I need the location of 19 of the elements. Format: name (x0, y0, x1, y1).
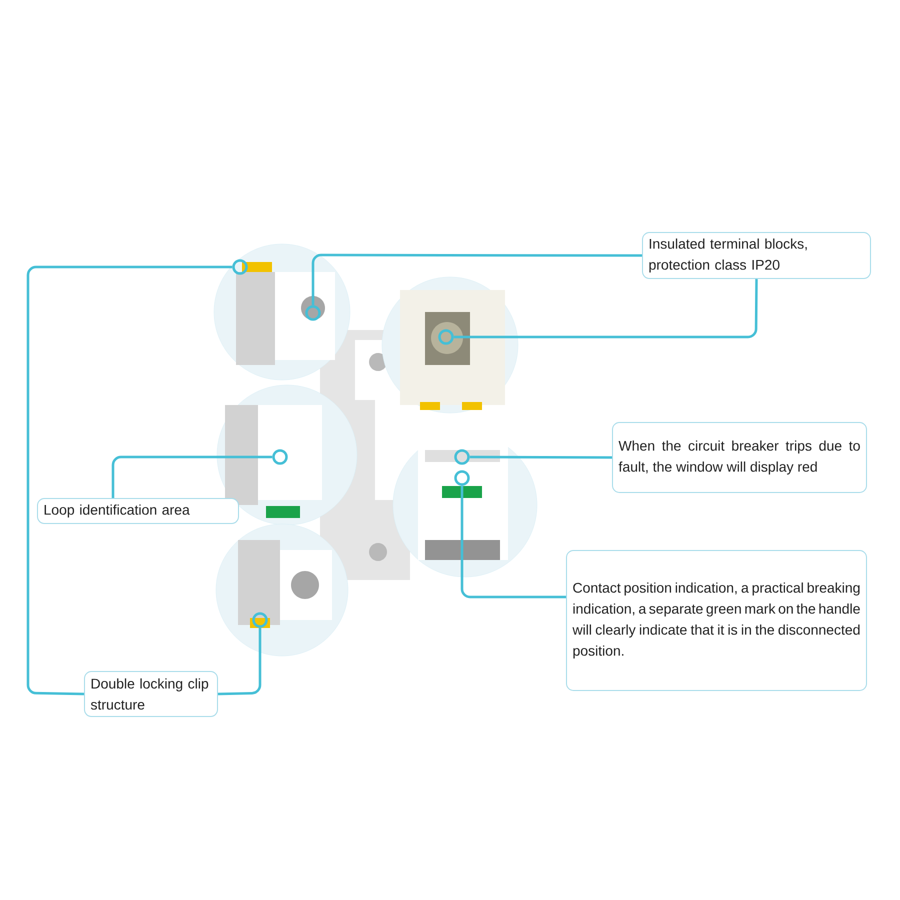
leader-line (454, 279, 758, 338)
leader-line (460, 486, 566, 598)
leader-line (470, 456, 612, 459)
callout-box: Double locking clip structure (84, 671, 218, 717)
marker-ring (454, 470, 470, 486)
marker-ring (252, 612, 268, 628)
marker-ring (272, 449, 288, 465)
leader-line (112, 456, 272, 498)
leader-line (218, 628, 262, 696)
marker-ring (232, 259, 248, 275)
callout-box: Insulated terminal blocks, protection class IP20 (642, 232, 871, 280)
callout-box: Contact position indication, a practical breaking indication, a separate green mark on the handle will clearly indicate that it is in the disconnected position. (566, 550, 867, 691)
callout-box: Loop identification area (37, 498, 239, 524)
leader-line (26, 266, 232, 696)
marker-ring (454, 449, 470, 465)
marker-ring (438, 329, 454, 345)
marker-ring (305, 305, 321, 321)
callout-box: When the circuit breaker trips due to fault, the window will display red (612, 422, 867, 493)
leader-line (312, 254, 642, 306)
